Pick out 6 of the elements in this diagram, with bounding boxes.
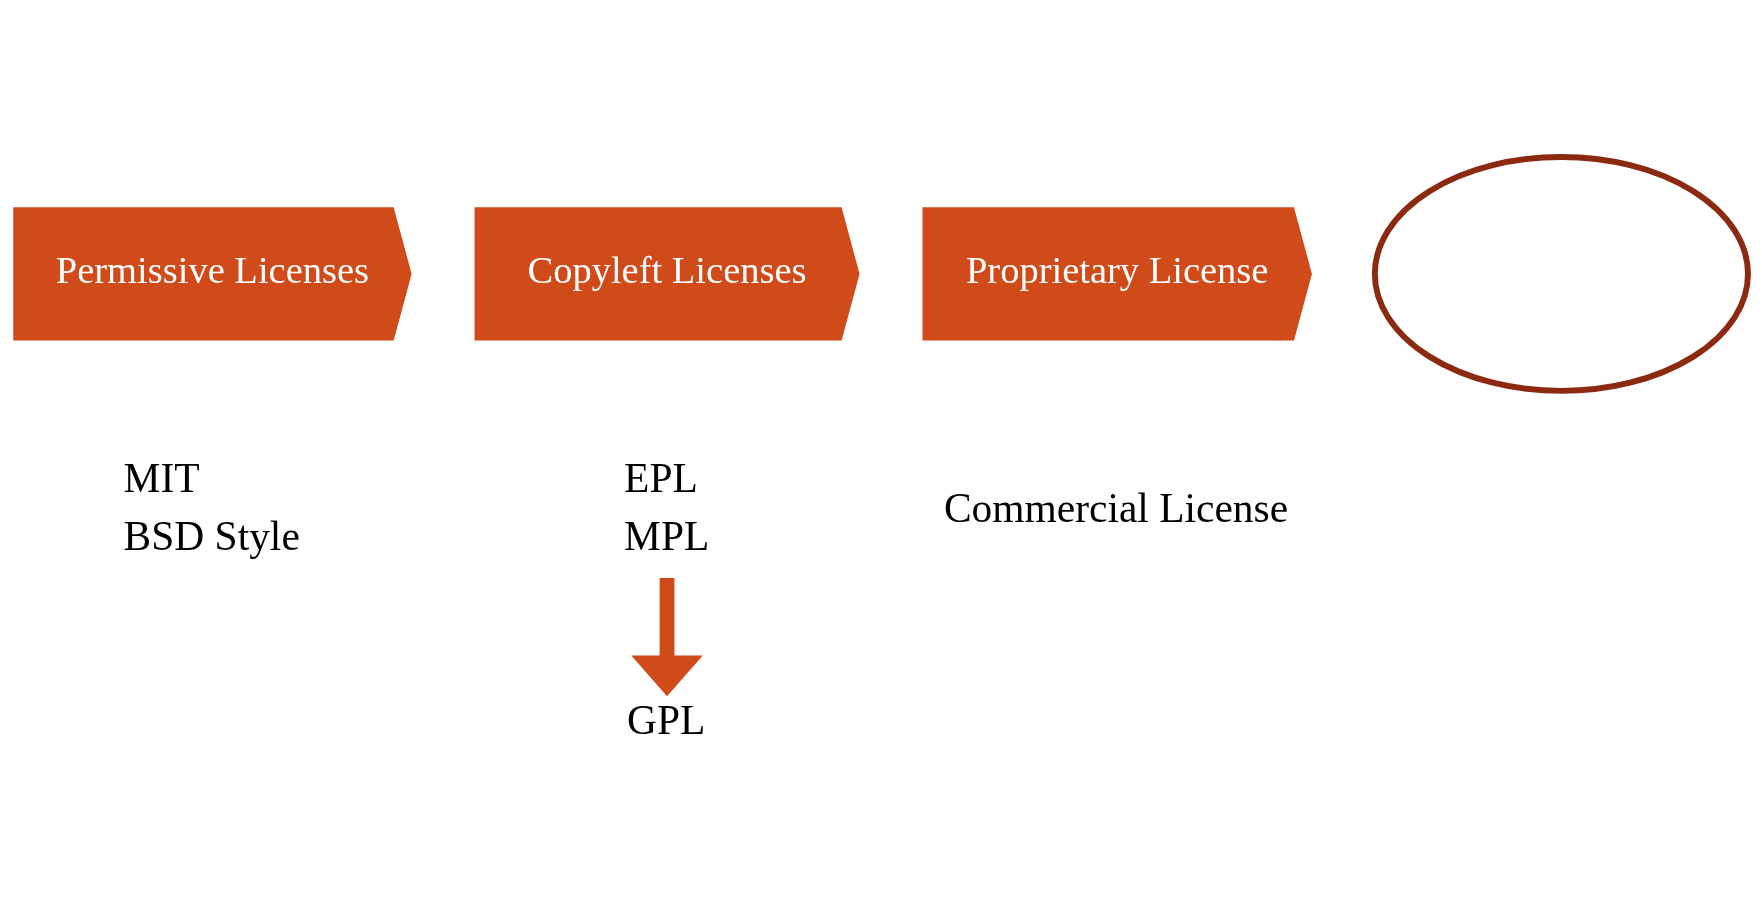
node-text: MIT BSD Style [123, 454, 300, 559]
arrow [631, 577, 703, 696]
node-text: Commercial License [943, 484, 1289, 531]
node-ellipse [1371, 153, 1751, 394]
node-text: GPL [627, 696, 706, 743]
node-text: EPL MPL [624, 454, 710, 559]
